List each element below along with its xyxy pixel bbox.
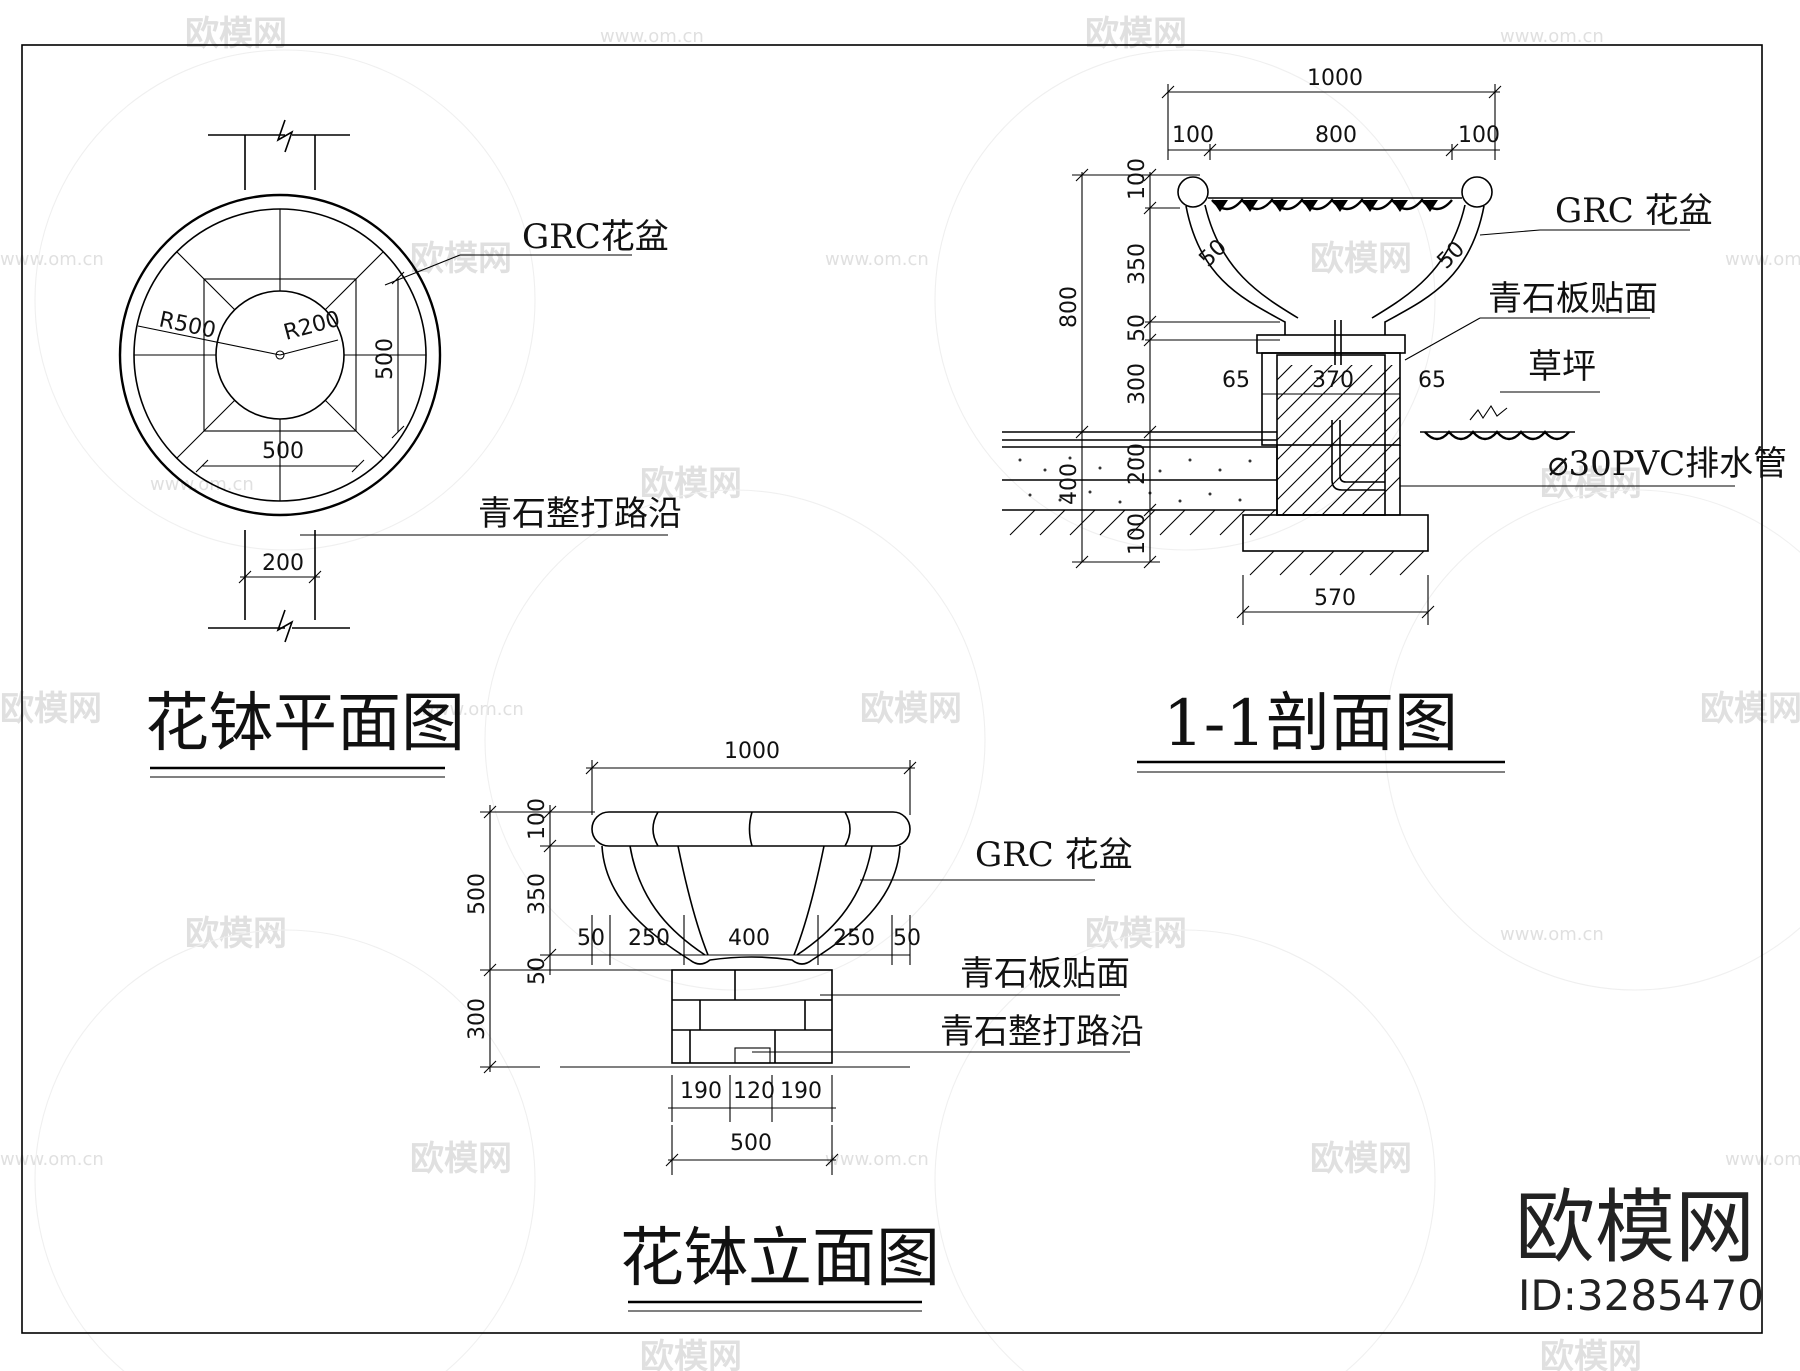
brand-logo-text: 欧模网 bbox=[1515, 1181, 1755, 1274]
dim-r200: R200 bbox=[281, 307, 343, 346]
watermark-arcs bbox=[34, 49, 1800, 1371]
svg-text:欧模网: 欧模网 bbox=[640, 1337, 742, 1371]
svg-text:www.om.cn: www.om.cn bbox=[1500, 26, 1604, 47]
section-vertical-dims: 800 100 350 50 300 400 200 100 bbox=[1057, 158, 1280, 569]
svg-text:www.om.cn: www.om.cn bbox=[1500, 924, 1604, 945]
watermark-tile: 欧模网 www.om.cn 欧模网 www.om.cn 欧模网 www.om.c… bbox=[0, 14, 1800, 1371]
elevation-vertical-dims: 500 100 350 50 300 bbox=[465, 798, 672, 1074]
dim-section-100-right: 100 bbox=[1458, 123, 1500, 148]
elevation-label-curb: 青石整打路沿 bbox=[940, 1012, 1144, 1052]
svg-text:www.om.cn: www.om.cn bbox=[825, 249, 929, 270]
brand-stamp: 欧模网 ID:3285470 bbox=[1515, 1181, 1764, 1320]
svg-text:50: 50 bbox=[525, 957, 550, 985]
dim-r500: R500 bbox=[157, 307, 218, 343]
svg-text:欧模网: 欧模网 bbox=[185, 14, 287, 54]
svg-text:350: 350 bbox=[525, 873, 550, 915]
svg-text:欧模网: 欧模网 bbox=[640, 464, 742, 504]
dim-plan-500-h: 500 bbox=[262, 439, 304, 464]
plan-title: 花钵平面图 bbox=[145, 687, 465, 761]
svg-text:欧模网: 欧模网 bbox=[1700, 689, 1800, 729]
svg-text:欧模网: 欧模网 bbox=[1085, 914, 1187, 954]
elevation-bottom-dims: 190 120 190 500 bbox=[665, 1075, 839, 1175]
svg-text:100: 100 bbox=[1125, 513, 1150, 555]
svg-text:www.om.cn: www.om.cn bbox=[420, 699, 524, 720]
svg-text:400: 400 bbox=[1057, 463, 1082, 505]
svg-text:欧模网: 欧模网 bbox=[185, 914, 287, 954]
svg-text:200: 200 bbox=[1125, 443, 1150, 485]
section-paving bbox=[1002, 404, 1575, 536]
elevation-pedestal bbox=[480, 969, 910, 1068]
section-label-slab: 青石板贴面 bbox=[1488, 279, 1658, 319]
svg-text:190: 190 bbox=[780, 1079, 822, 1104]
svg-text:300: 300 bbox=[465, 998, 490, 1040]
svg-text:190: 190 bbox=[680, 1079, 722, 1104]
svg-text:50: 50 bbox=[1433, 237, 1470, 274]
svg-text:www.om.cn: www.om.cn bbox=[0, 1149, 104, 1170]
section-pedestal: 65 370 65 570 bbox=[1222, 320, 1446, 625]
plan-label-grc-pot: GRC花盆 bbox=[522, 217, 669, 257]
dim-section-100-left: 100 bbox=[1172, 123, 1214, 148]
svg-text:欧模网: 欧模网 bbox=[1310, 239, 1412, 279]
section-title: 1-1剖面图 bbox=[1163, 687, 1458, 761]
svg-text:欧模网: 欧模网 bbox=[1085, 14, 1187, 54]
dim-section-800: 800 bbox=[1315, 123, 1357, 148]
svg-text:250: 250 bbox=[833, 926, 875, 951]
svg-text:欧模网: 欧模网 bbox=[410, 1139, 512, 1179]
svg-text:欧模网: 欧模网 bbox=[410, 239, 512, 279]
section-label-lawn: 草坪 bbox=[1528, 347, 1596, 387]
svg-text:250: 250 bbox=[628, 926, 670, 951]
svg-text:欧模网: 欧模网 bbox=[1540, 464, 1642, 504]
svg-text:300: 300 bbox=[1125, 363, 1150, 405]
section-view: 1000 100 800 100 50 50 bbox=[1002, 66, 1787, 773]
dim-plan-500-v: 500 bbox=[373, 338, 398, 380]
svg-text:www.om.cn: www.om.cn bbox=[150, 474, 254, 495]
drawing-frame bbox=[21, 44, 1763, 1334]
svg-text:50: 50 bbox=[1125, 314, 1150, 342]
svg-text:www.om.cn: www.om.cn bbox=[825, 1149, 929, 1170]
elevation-pot-bowl bbox=[591, 811, 911, 965]
pot-outer-rim bbox=[118, 193, 442, 517]
svg-text:50: 50 bbox=[893, 926, 921, 951]
elevation-mid-dims: 50 250 400 250 50 bbox=[577, 915, 921, 965]
svg-text:350: 350 bbox=[1125, 243, 1150, 285]
background-watermarks: 欧模网 www.om.cn 欧模网 www.om.cn 欧模网 www.om.c… bbox=[0, 14, 1800, 1371]
svg-text:100: 100 bbox=[525, 798, 550, 840]
plan-label-curb: 青石整打路沿 bbox=[478, 494, 682, 534]
svg-text:www.om.cn: www.om.cn bbox=[600, 26, 704, 47]
svg-text:400: 400 bbox=[728, 926, 770, 951]
dim-section-370: 370 bbox=[1312, 368, 1354, 393]
elevation-title: 花钵立面图 bbox=[620, 1222, 940, 1296]
dim-section-570: 570 bbox=[1314, 586, 1356, 611]
svg-text:50: 50 bbox=[577, 926, 605, 951]
svg-text:50: 50 bbox=[1195, 235, 1232, 272]
elevation-label-slab: 青石板贴面 bbox=[960, 954, 1130, 994]
section-pot-bowl: 50 50 bbox=[1177, 176, 1493, 335]
dim-elev-1000: 1000 bbox=[724, 739, 780, 764]
plan-view: R500 R200 500 500 200 GRC花盆 青石整打路沿 花钵平面图 bbox=[118, 119, 682, 778]
dim-plan-200: 200 bbox=[262, 551, 304, 576]
brand-id: ID:3285470 bbox=[1518, 1271, 1764, 1320]
svg-text:欧模网: 欧模网 bbox=[1540, 1337, 1642, 1371]
svg-text:欧模网: 欧模网 bbox=[0, 689, 102, 729]
dim-section-65-left: 65 bbox=[1222, 368, 1250, 393]
section-label-grc-pot: GRC 花盆 bbox=[1555, 191, 1713, 231]
dim-section-1000: 1000 bbox=[1307, 66, 1363, 91]
dim-elev-500: 500 bbox=[730, 1131, 772, 1156]
svg-text:欧模网: 欧模网 bbox=[1310, 1139, 1412, 1179]
elevation-label-grc-pot: GRC 花盆 bbox=[975, 835, 1133, 875]
svg-text:www.om.cn: www.om.cn bbox=[0, 249, 104, 270]
svg-text:欧模网: 欧模网 bbox=[860, 689, 962, 729]
section-label-pvc-pipe: ⌀30PVC排水管 bbox=[1548, 444, 1787, 484]
dim-elev-v-500: 500 bbox=[465, 873, 490, 915]
elevation-view: 1000 bbox=[465, 739, 1144, 1312]
dim-section-65-right: 65 bbox=[1418, 368, 1446, 393]
dim-section-v-800: 800 bbox=[1057, 286, 1082, 328]
svg-text:120: 120 bbox=[733, 1079, 775, 1104]
